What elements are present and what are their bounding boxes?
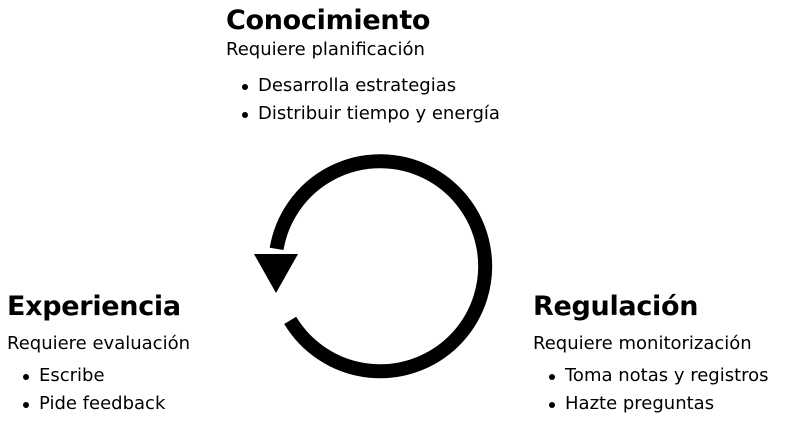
conocimiento-block: Conocimiento Requiere planificación Desa…	[226, 4, 500, 128]
list-item: Escribe	[19, 362, 190, 390]
experiencia-title: Experiencia	[7, 291, 181, 322]
experiencia-subtitle: Requiere evaluación	[7, 333, 190, 354]
experiencia-list: Escribe Pide feedback	[19, 362, 190, 418]
conocimiento-subtitle: Requiere planificación	[226, 39, 425, 60]
cycle-arrow-arc	[269, 154, 493, 379]
list-item: Toma notas y registros	[545, 362, 769, 390]
regulacion-subtitle: Requiere monitorización	[533, 333, 752, 354]
conocimiento-list: Desarrolla estrategias Distribuir tiempo…	[238, 72, 500, 128]
conocimiento-title: Conocimiento	[226, 5, 431, 36]
list-item: Hazte preguntas	[545, 390, 769, 418]
cycle-arrow-head	[254, 254, 298, 293]
regulacion-title: Regulación	[533, 291, 699, 322]
list-item: Desarrolla estrategias	[238, 72, 500, 100]
regulacion-block: Regulación Requiere monitorización Toma …	[533, 290, 769, 418]
experiencia-block: Experiencia Requiere evaluación Escribe …	[7, 290, 190, 418]
list-item: Distribuir tiempo y energía	[238, 100, 500, 128]
list-item: Pide feedback	[19, 390, 190, 418]
regulacion-list: Toma notas y registros Hazte preguntas	[545, 362, 769, 418]
